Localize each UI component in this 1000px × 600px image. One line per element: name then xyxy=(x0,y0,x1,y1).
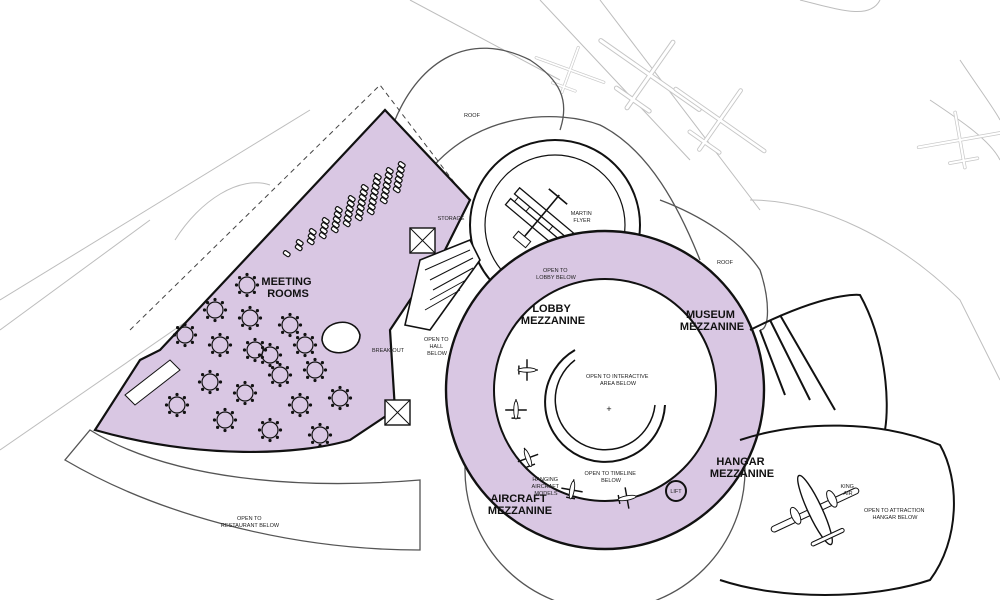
theater-seat xyxy=(358,193,367,202)
theater-seat xyxy=(345,204,354,213)
theater-seat xyxy=(371,182,380,191)
hanging-models-label: HANGING AIRCRAFT MODELS xyxy=(532,477,561,497)
martin-flyer-aircraft-icon xyxy=(504,186,575,251)
theater-seat xyxy=(370,187,379,196)
theater-seat xyxy=(360,183,369,192)
open-to-restaurant-label: OPEN TO RESTAURANT BELOW xyxy=(221,516,280,529)
theater-seat xyxy=(369,192,378,201)
theater-seat xyxy=(343,214,352,223)
theater-seat xyxy=(382,181,391,190)
theater-seat xyxy=(397,160,406,169)
theater-seat xyxy=(379,196,388,205)
theater-seat xyxy=(307,232,316,241)
open-to-hall-label: OPEN TO HALL BELOW xyxy=(424,337,450,357)
theater-seat xyxy=(357,198,366,207)
aircraft-mezzanine-label: AIRCRAFT MEZZANINE xyxy=(488,493,552,517)
theater-seat xyxy=(333,210,342,219)
theater-seat xyxy=(321,216,330,225)
storage-label: STORAGE xyxy=(438,216,465,222)
theater-seat xyxy=(306,237,315,246)
theater-seat xyxy=(380,191,389,200)
theater-seat xyxy=(332,215,341,224)
theater-seat xyxy=(368,197,377,206)
theater-seat xyxy=(381,186,390,195)
theater-seat xyxy=(294,243,303,252)
theater-seat xyxy=(295,238,304,247)
svg-text:+: + xyxy=(606,404,611,414)
theater-seat xyxy=(334,205,343,214)
theater-seat xyxy=(396,165,405,174)
theater-seat xyxy=(355,208,364,217)
theater-seat xyxy=(344,209,353,218)
theater-seat xyxy=(393,180,402,189)
theater-seat xyxy=(346,199,355,208)
main-stair xyxy=(124,227,481,426)
theater-seat xyxy=(366,207,375,216)
theater-seat xyxy=(320,221,329,230)
roof-label-top: ROOF xyxy=(464,113,481,119)
theater-seat xyxy=(347,194,356,203)
theater-seat xyxy=(354,213,363,222)
theater-seat xyxy=(359,188,368,197)
martin-flyer-label: MARTIN FLYER xyxy=(571,211,594,224)
hangar-mezzanine-label: HANGAR MEZZANINE xyxy=(710,456,774,480)
lift-label: LIFT xyxy=(670,489,682,495)
theater-seat xyxy=(282,249,291,258)
theater-seat xyxy=(392,185,401,194)
ring-mezzanine: + xyxy=(444,229,766,551)
king-air-label: KING AIR xyxy=(841,484,856,497)
museum-mezzanine-label: MUSEUM MEZZANINE xyxy=(680,309,744,333)
theater-seat xyxy=(383,176,392,185)
lobby-mezzanine-label: LOBBY MEZZANINE xyxy=(521,303,585,327)
theater-seat xyxy=(318,231,327,240)
theater-seat xyxy=(395,170,404,179)
theater-seat xyxy=(356,203,365,212)
theater-seat xyxy=(342,219,351,228)
meeting-rooms-label: MEETING ROOMS xyxy=(261,276,314,300)
theater-seating xyxy=(282,160,406,258)
open-to-attraction-label: OPEN TO ATTRACTION HANGAR BELOW xyxy=(864,508,926,521)
open-to-lobby-label: OPEN TO LOBBY BELOW xyxy=(536,268,576,281)
theater-seat xyxy=(394,175,403,184)
break-out-label: BREAK-OUT xyxy=(372,348,405,354)
theater-seat xyxy=(367,202,376,211)
open-to-interactive-label: OPEN TO INTERACTIVE AREA BELOW xyxy=(586,374,650,387)
roof-label-right: ROOF xyxy=(717,260,734,266)
theater-seat xyxy=(385,166,394,175)
attraction-hangar-outline xyxy=(719,293,955,596)
theater-seat xyxy=(372,177,381,186)
theater-seat xyxy=(330,225,339,234)
king-air-aircraft-icon xyxy=(770,474,860,547)
open-to-timeline-label: OPEN TO TIMELINE BELOW xyxy=(585,471,638,484)
lift-icon xyxy=(665,480,687,502)
theater-seat xyxy=(308,227,317,236)
theater-seat xyxy=(319,226,328,235)
theater-seat xyxy=(331,220,340,229)
site-context xyxy=(0,0,1000,451)
theater-seat xyxy=(384,171,393,180)
theater-seat xyxy=(373,172,382,181)
